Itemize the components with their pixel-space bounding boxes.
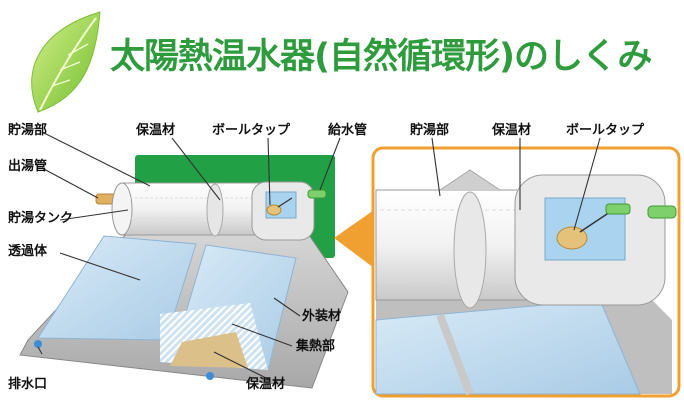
label-water-supply-pipe: 給水管	[328, 123, 368, 138]
drain-marker-left	[34, 340, 42, 348]
label-zoom-ball-tap: ボールタップ	[566, 123, 645, 138]
label-exterior-material: 外装材	[302, 309, 342, 324]
label-storage-tank: 貯湯タンク	[8, 211, 74, 226]
label-outlet-pipe: 出湯管	[8, 159, 48, 174]
leader-lines	[37, 131, 601, 381]
page-title: 太陽熱温水器(自然循環形)のしくみ	[110, 37, 652, 77]
label-storage-section: 貯湯部	[8, 123, 48, 138]
ball-tap-housing	[251, 181, 315, 241]
drain-marker-right	[206, 372, 214, 380]
label-drain-outlet: 排水口	[8, 377, 48, 392]
leaf-icon	[31, 11, 101, 113]
zoom-connector	[334, 210, 374, 268]
label-collector: 集熱部	[296, 339, 336, 354]
label-zoom-storage-section: 貯湯部	[410, 123, 450, 138]
label-top-ball-tap: ボールタップ	[212, 123, 291, 138]
storage-tank	[111, 182, 273, 237]
label-bottom-insulation: 保温材	[246, 377, 286, 392]
label-transparent-cover: 透過体	[8, 244, 48, 259]
label-zoom-insulation: 保温材	[492, 123, 532, 138]
label-top-insulation: 保温材	[136, 123, 176, 138]
water-supply-pipe	[307, 189, 327, 199]
zoom-panel	[371, 146, 681, 398]
